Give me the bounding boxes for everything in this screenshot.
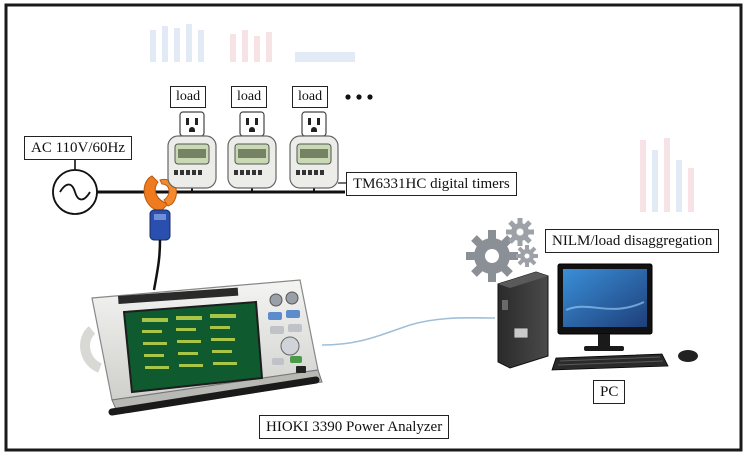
timer-icon xyxy=(289,135,339,189)
timer-icon xyxy=(227,135,277,189)
power-analyzer-icon xyxy=(80,279,323,416)
ac-source-icon xyxy=(52,160,98,215)
timer-icon xyxy=(167,135,217,189)
timers-label: TM6331HC digital timers xyxy=(346,172,517,196)
load-label: load xyxy=(170,86,207,108)
keyboard-icon xyxy=(551,353,669,371)
load-unit xyxy=(289,111,339,192)
mouse-icon xyxy=(678,350,698,362)
load-label: load xyxy=(292,86,329,108)
outlet-icon xyxy=(239,111,265,137)
current-clamp-icon xyxy=(143,175,177,291)
load-label: load xyxy=(231,86,268,108)
monitor-icon xyxy=(557,263,653,351)
pc-label: PC xyxy=(593,380,626,404)
gear-icon xyxy=(466,230,518,282)
analyzer-label: HIOKI 3390 Power Analyzer xyxy=(259,415,450,439)
computer-tower-icon xyxy=(497,271,549,369)
background-watermark xyxy=(150,24,694,212)
data-cable xyxy=(321,317,496,346)
gear-icon xyxy=(516,245,538,267)
ac-source-label: AC 110V/60Hz xyxy=(24,136,133,160)
nilm-label: NILM/load disaggregation xyxy=(545,229,720,253)
load-unit xyxy=(227,111,277,192)
load-unit xyxy=(167,111,217,192)
gear-icon xyxy=(506,218,534,246)
outlet-icon xyxy=(301,111,327,137)
outlet-icon xyxy=(179,111,205,137)
diagram-frame xyxy=(4,3,743,452)
more-loads-indicator xyxy=(345,94,373,100)
